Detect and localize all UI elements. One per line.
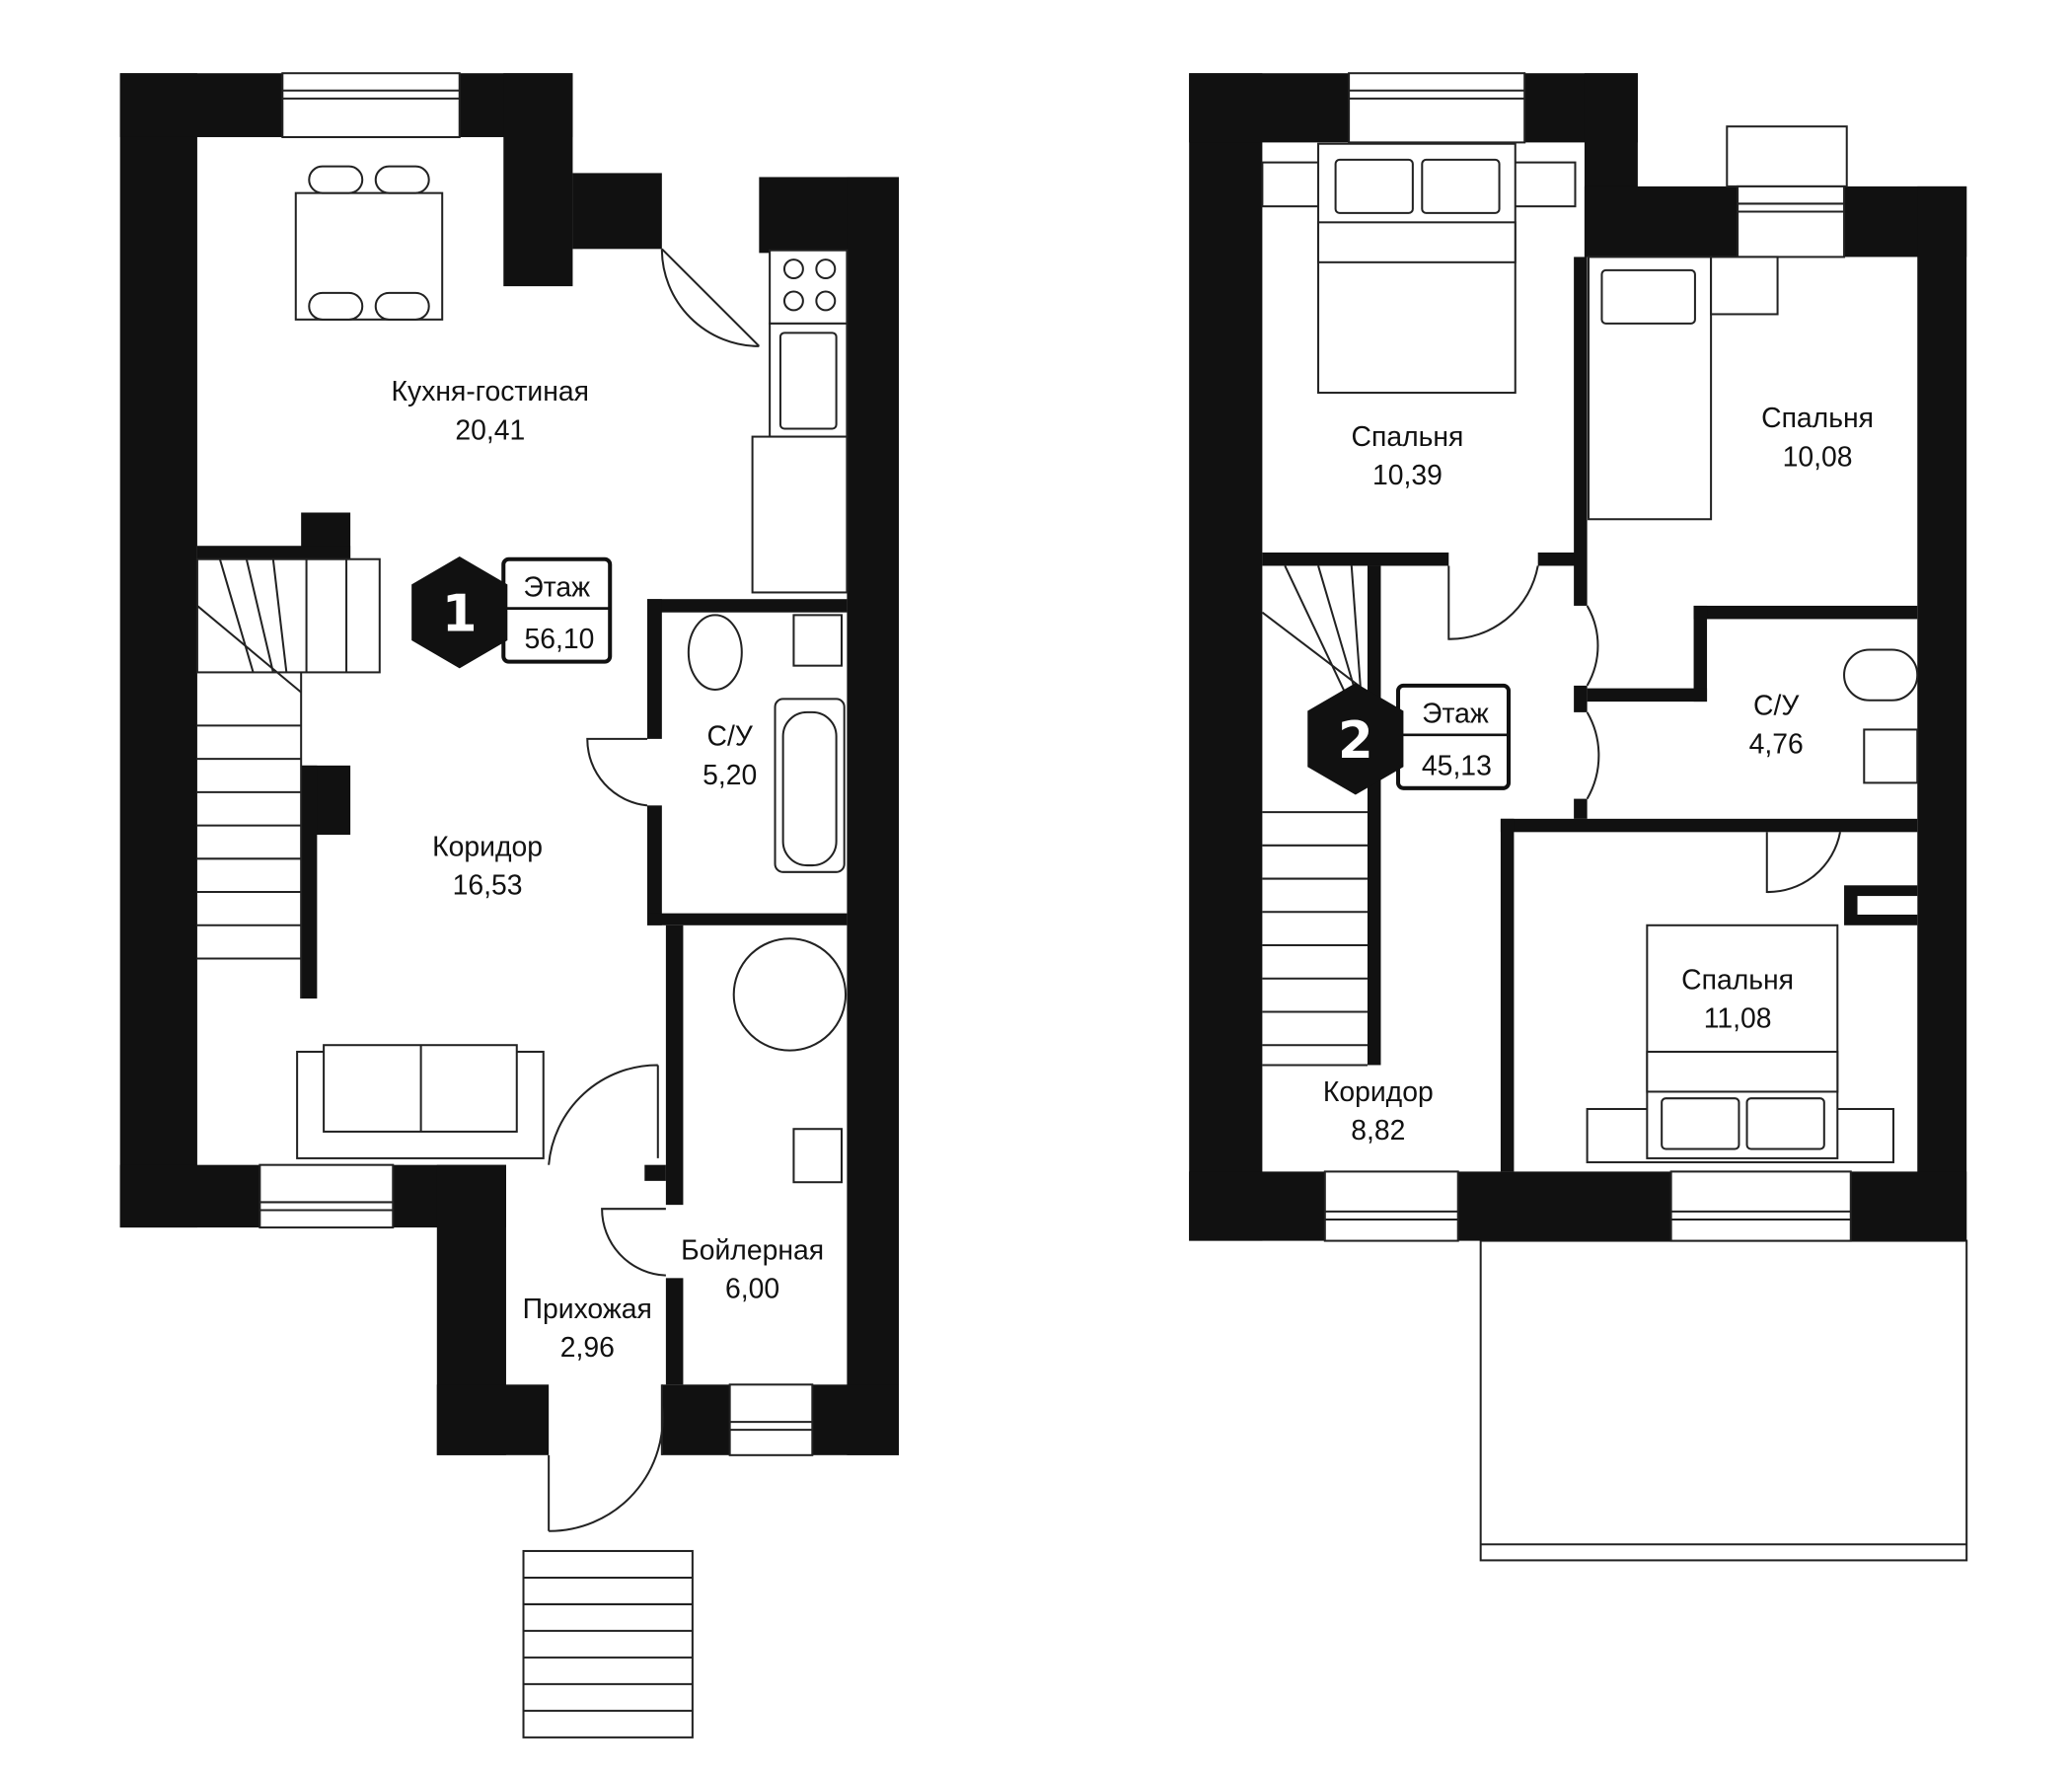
single-bed: [1587, 256, 1779, 521]
room-name: Спальня: [1352, 421, 1464, 453]
floor-2-room-labels: Спальня 10,39 Спальня 10,08 С/У 4,76 Спа…: [1323, 403, 1874, 1147]
room-area: 10,39: [1372, 460, 1443, 491]
bathroom-fixtures-2: [1843, 648, 1919, 784]
room-name: Спальня: [1681, 965, 1794, 997]
boiler-fixtures: [732, 937, 848, 1184]
floor-2-badge: 2 Этаж 45,13: [1307, 683, 1512, 795]
floor-1-plan: Кухня-гостиная 20,41 С/У 5,20 Коридор 16…: [119, 72, 900, 1739]
floor-1-doors: [548, 248, 761, 1532]
room-name: Кухня-гостиная: [392, 376, 589, 407]
floor-number: 1: [442, 585, 478, 644]
room-name: Коридор: [1323, 1076, 1434, 1108]
floor-1-room-labels: Кухня-гостиная 20,41 С/У 5,20 Коридор 16…: [392, 376, 825, 1364]
floor-2-staircase: [1261, 565, 1369, 1067]
room-name: С/У: [1753, 691, 1800, 722]
entrance-stairs: [522, 1549, 694, 1739]
room-name: Прихожая: [523, 1294, 652, 1325]
kitchen-unit: [751, 249, 849, 594]
room-area: 5,20: [703, 760, 757, 791]
room-area: 6,00: [725, 1274, 779, 1305]
room-area: 16,53: [453, 870, 523, 902]
floor-2-windows: [1323, 72, 1852, 1242]
room-area: 4,76: [1749, 729, 1804, 761]
room-name: Коридор: [432, 832, 543, 863]
room-area: 20,41: [455, 414, 525, 446]
room-area: 11,08: [1704, 1003, 1772, 1035]
double-bed-2: [1586, 924, 1894, 1163]
room-area: 10,08: [1783, 441, 1853, 473]
floor-number-hexagon: [411, 556, 508, 669]
sofa: [296, 1044, 545, 1159]
bathroom-fixtures-1: [687, 614, 846, 873]
double-bed-1: [1261, 142, 1577, 395]
floor-total-area: 56,10: [524, 624, 594, 655]
floor-1-badge: 1 Этаж 56,10: [411, 556, 613, 669]
room-area: 8,82: [1351, 1115, 1405, 1147]
floor-badge-label: Этаж: [523, 571, 590, 603]
floor-1-windows: [259, 72, 814, 1456]
floor-1-staircase: [195, 557, 381, 999]
room-name: С/У: [706, 721, 753, 753]
floor-number-hexagon: [1307, 683, 1404, 795]
floor-total-area: 45,13: [1422, 750, 1492, 781]
dining-table: [294, 165, 444, 321]
floor-badge-label: Этаж: [1422, 699, 1489, 730]
floor-2-plan: Спальня 10,39 Спальня 10,08 С/У 4,76 Спа…: [1189, 72, 1968, 1562]
floor-number: 2: [1338, 711, 1373, 771]
room-name: Спальня: [1761, 403, 1874, 434]
floor-2-walls: [1189, 73, 1967, 1241]
balcony: [1479, 1239, 1968, 1562]
floor-2-doors: [1447, 565, 1841, 894]
room-area: 2,96: [560, 1332, 615, 1364]
floor-1-walls: [119, 73, 900, 1455]
room-name: Бойлерная: [681, 1234, 824, 1266]
